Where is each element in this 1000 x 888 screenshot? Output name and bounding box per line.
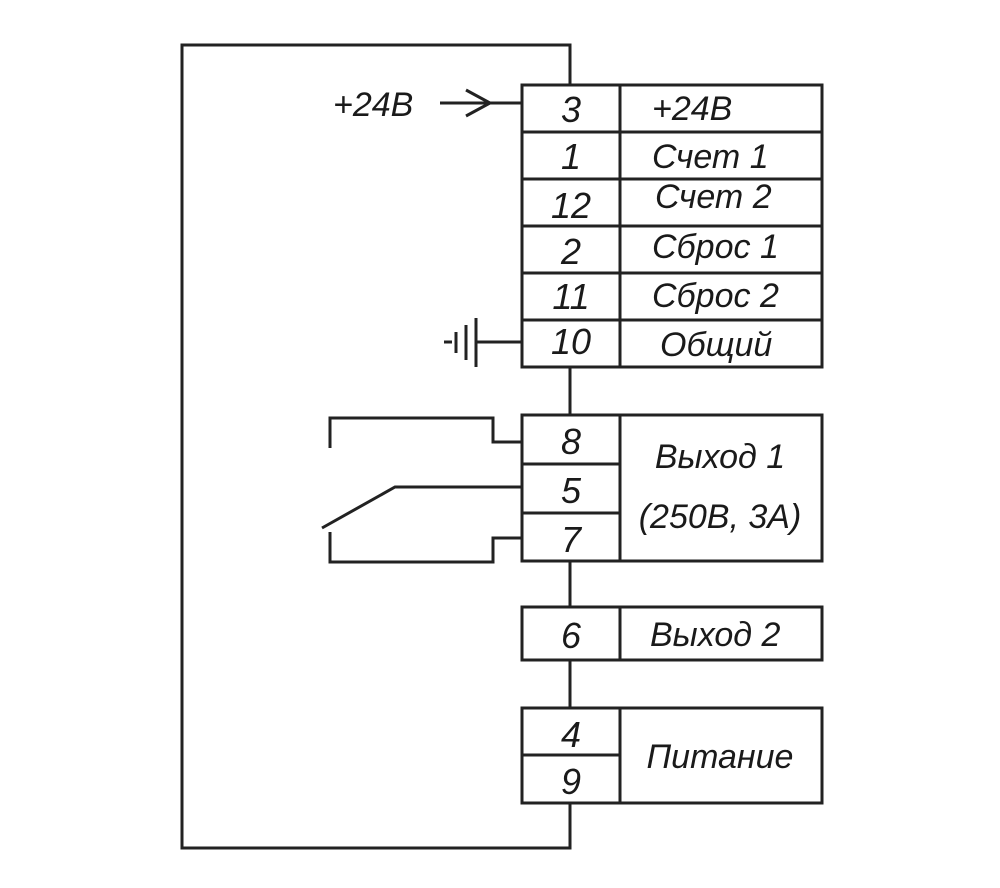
pin-number: 8 [561, 421, 581, 462]
pin-number: 6 [561, 615, 582, 656]
power-label: Питание [647, 738, 794, 776]
pin-label: Сброс 1 [652, 228, 779, 266]
power-terminal-block: 4 9 Питание [520, 706, 824, 805]
pin-number: 10 [551, 321, 591, 362]
pin-label: Счет 1 [652, 138, 769, 176]
arrow-right-icon [440, 88, 522, 118]
pin-number: 9 [561, 761, 581, 802]
pin-number: 7 [561, 519, 583, 560]
ground-icon [444, 318, 522, 367]
pin-number: 4 [561, 714, 581, 755]
device-body-outline [180, 43, 572, 850]
output1-rating: (250В, 3А) [639, 498, 802, 536]
input-terminal-block: 3 +24В 1 Счет 1 12 Счет 2 2 Сброс 1 11 С… [520, 83, 824, 369]
output1-terminal-block: 8 5 7 Выход 1 (250В, 3А) [520, 413, 824, 563]
relay-contact-icon [321, 416, 522, 564]
output2-label: Выход 2 [650, 616, 780, 654]
pin-number: 3 [561, 89, 581, 130]
input-label: +24В [333, 86, 413, 124]
pin-label: +24В [652, 90, 732, 128]
pin-number: 5 [561, 470, 582, 511]
pin-label: Общий [660, 326, 772, 364]
pin-number: 12 [551, 185, 591, 226]
pin-number: 11 [552, 276, 589, 317]
pin-label: Счет 2 [655, 178, 772, 216]
pin-number: 1 [561, 136, 581, 177]
output1-label: Выход 1 [655, 438, 785, 476]
pin-label: Сброс 2 [652, 277, 779, 315]
output2-terminal-block: 6 Выход 2 [520, 605, 824, 662]
pin-number: 2 [560, 231, 581, 272]
